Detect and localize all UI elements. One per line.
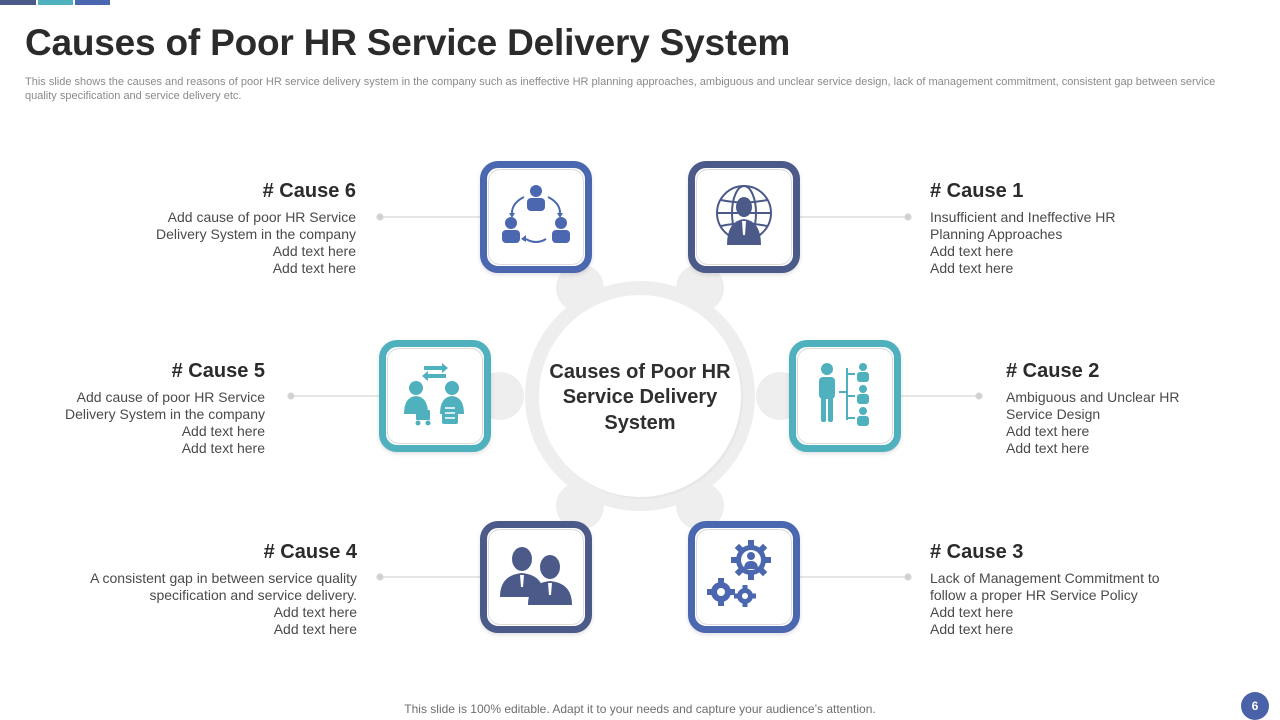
cause-2-line: Service Design: [1006, 406, 1101, 422]
cause-5-heading: # Cause 5: [171, 360, 265, 382]
cause-2-line: Add text here: [1006, 423, 1090, 439]
top-accent-teal: [38, 0, 73, 5]
team-cycle-icon: [500, 183, 572, 252]
hub-ring: [525, 281, 755, 511]
cause-5-icon-box[interactable]: [379, 340, 491, 452]
cause-4-line: A consistent gap in between service qual…: [90, 570, 357, 586]
cause-3-icon-box[interactable]: [688, 521, 800, 633]
footer-note: This slide is 100% editable. Adapt it to…: [404, 702, 876, 716]
cause-3-line: Lack of Management Commitment to: [930, 570, 1160, 586]
cause-1-line: Add text here: [930, 260, 1014, 276]
center-label: Causes of Poor HR Service Delivery Syste…: [549, 360, 731, 434]
connector-lines: [287, 213, 983, 581]
cause-6-line: Add cause of poor HR Service: [167, 209, 356, 225]
cause-5-line: Add text here: [181, 440, 265, 456]
cause-1-line: Add text here: [930, 243, 1014, 259]
cause-3-line: Add text here: [930, 621, 1014, 637]
cause-1-line: Planning Approaches: [930, 226, 1063, 242]
cause-4-line: Add text here: [273, 621, 357, 637]
exchange-people-icon: [402, 362, 468, 431]
cause-2-heading: # Cause 2: [1006, 360, 1100, 382]
cause-5-text: # Cause 5 Add cause of poor HR Service D…: [35, 360, 265, 457]
gears-person-icon: [707, 539, 781, 615]
cause-1-text: # Cause 1 Insufficient and Ineffective H…: [930, 180, 1160, 277]
cause-2-line: Ambiguous and Unclear HR: [1006, 389, 1180, 405]
top-accent-blue: [75, 0, 110, 5]
cause-5-line: Add cause of poor HR Service: [76, 389, 265, 405]
center-circle: [539, 295, 741, 497]
page-number-badge: 6: [1241, 692, 1269, 720]
cause-5-line: Delivery System in the company: [65, 406, 265, 422]
cause-1-icon-box[interactable]: [688, 161, 800, 273]
cause-2-text: # Cause 2 Ambiguous and Unclear HR Servi…: [1006, 360, 1236, 457]
top-accent-dark: [0, 0, 36, 5]
cause-4-line: Add text here: [273, 604, 357, 620]
globe-person-icon: [713, 183, 775, 252]
cause-3-line: Add text here: [930, 604, 1014, 620]
page-title: Causes of Poor HR Service Delivery Syste…: [25, 22, 791, 63]
cause-6-text: # Cause 6 Add cause of poor HR Service D…: [126, 180, 356, 277]
cause-6-line: Delivery System in the company: [156, 226, 356, 242]
org-hierarchy-icon: [815, 362, 875, 431]
cause-4-line: specification and service delivery.: [149, 587, 357, 603]
two-businessmen-icon: [498, 545, 574, 610]
cause-3-heading: # Cause 3: [930, 541, 1024, 563]
cause-6-heading: # Cause 6: [262, 180, 356, 202]
cause-5-line: Add text here: [181, 423, 265, 439]
cause-1-line: Insufficient and Ineffective HR: [930, 209, 1116, 225]
cause-6-line: Add text here: [272, 243, 356, 259]
cause-2-line: Add text here: [1006, 440, 1090, 456]
cause-2-icon-box[interactable]: [789, 340, 901, 452]
cause-4-heading: # Cause 4: [263, 541, 357, 563]
cause-3-text: # Cause 3 Lack of Management Commitment …: [930, 541, 1190, 638]
cause-6-line: Add text here: [272, 260, 356, 276]
cause-4-text: # Cause 4 A consistent gap in between se…: [57, 541, 357, 638]
cause-4-icon-box[interactable]: [480, 521, 592, 633]
page-subtitle: This slide shows the causes and reasons …: [25, 76, 1216, 102]
cause-1-heading: # Cause 1: [930, 180, 1024, 202]
cause-3-line: follow a proper HR Service Policy: [930, 587, 1138, 603]
cause-6-icon-box[interactable]: [480, 161, 592, 273]
